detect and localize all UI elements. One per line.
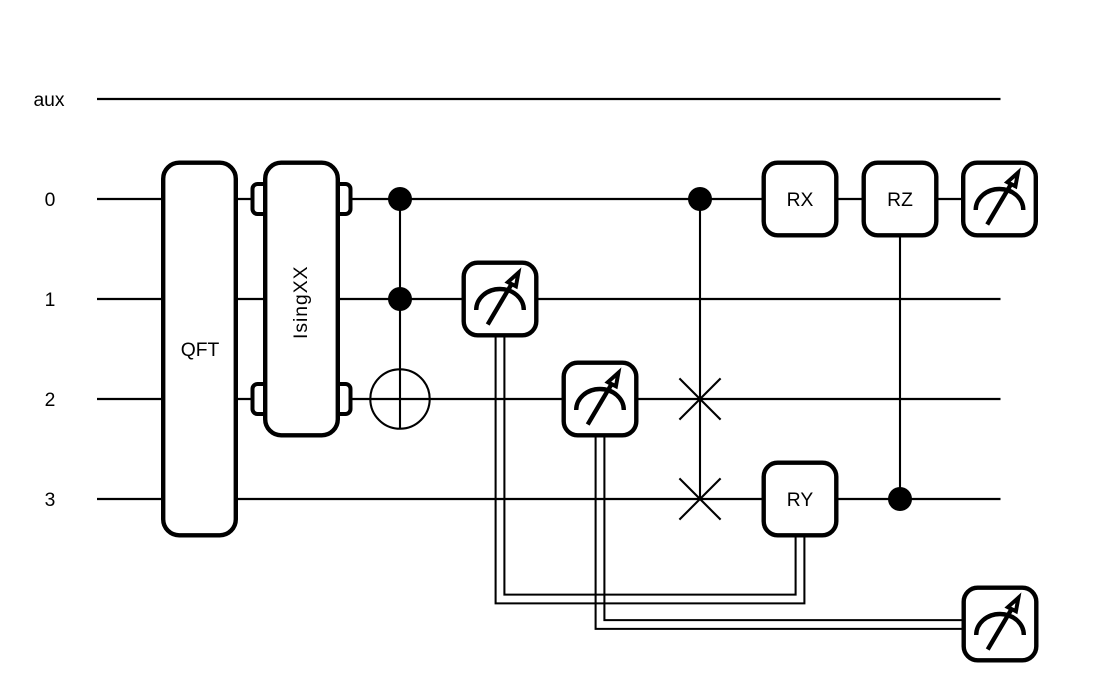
- svg-text:aux: aux: [33, 90, 64, 111]
- svg-text:3: 3: [45, 490, 56, 511]
- svg-text:RX: RX: [787, 190, 814, 211]
- svg-text:2: 2: [45, 390, 56, 411]
- svg-text:0: 0: [45, 190, 56, 211]
- svg-text:RY: RY: [787, 490, 814, 511]
- svg-text:QFT: QFT: [181, 340, 220, 361]
- svg-text:1: 1: [45, 290, 56, 311]
- svg-text:RZ: RZ: [887, 190, 913, 211]
- svg-text:IsingXX: IsingXX: [291, 266, 312, 339]
